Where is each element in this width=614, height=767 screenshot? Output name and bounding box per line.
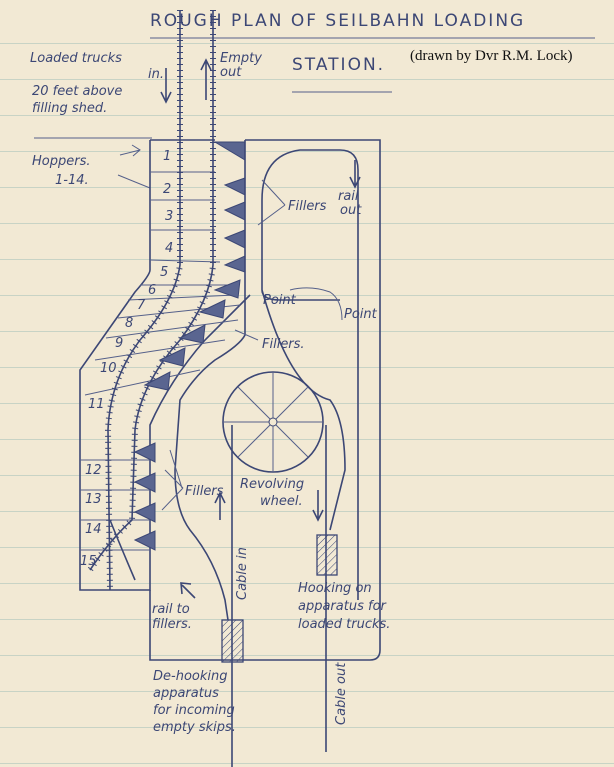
arrow-down-icon xyxy=(349,160,361,189)
label-hooking: Hooking on xyxy=(298,581,372,596)
hopper-number: 7 xyxy=(137,298,146,313)
label-hoppers-range: 1-14. xyxy=(55,173,89,188)
arrow-down-icon xyxy=(160,68,172,104)
label-dehooking: De-hooking xyxy=(153,669,227,684)
label-rail-to-fillers: rail to xyxy=(152,602,190,617)
station-outline xyxy=(149,139,381,661)
dehooking-apparatus xyxy=(221,619,244,663)
credit-caption: (drawn by Dvr R.M. Lock) xyxy=(410,48,572,64)
arrow-down-icon xyxy=(312,490,324,522)
label-dehooking: empty skips. xyxy=(153,720,236,735)
hopper-number: 9 xyxy=(115,336,123,351)
revolving-wheel xyxy=(222,371,324,473)
label-wheel: wheel. xyxy=(260,494,303,509)
label-rail-out: out xyxy=(340,203,362,218)
label-rail-to-fillers: fillers. xyxy=(152,617,192,632)
hopper-number: 13 xyxy=(85,492,102,507)
label-dehooking: apparatus xyxy=(153,686,219,701)
pointer-line xyxy=(117,174,151,189)
label-hooking: loaded trucks. xyxy=(298,617,390,632)
hopper-number: 5 xyxy=(160,265,168,280)
label-filling-shed: filling shed. xyxy=(32,101,107,116)
hopper-number: 11 xyxy=(88,397,105,412)
label-cable-in: Cable in xyxy=(235,547,250,600)
label-dehooking: for incoming xyxy=(153,703,235,718)
rail-loop-inner xyxy=(261,200,346,531)
label-point-left: Point xyxy=(263,293,297,308)
point-curve xyxy=(289,287,343,321)
label-fillers-top: Fillers xyxy=(288,199,327,214)
hopper-number: 3 xyxy=(165,209,173,224)
hopper-number: 4 xyxy=(165,241,173,256)
label-empty: Empty xyxy=(220,51,262,66)
hopper-number: 10 xyxy=(100,361,117,376)
hopper-number: 12 xyxy=(85,463,102,478)
label-point-right: Point xyxy=(344,307,378,322)
label-height-note: 20 feet above xyxy=(32,84,122,99)
label-in: in. xyxy=(148,67,164,82)
rail-loop-outer xyxy=(261,149,359,600)
filler-pointers xyxy=(161,449,184,511)
empty-track-rail xyxy=(89,10,214,571)
label-hoppers: Hoppers. xyxy=(32,154,90,169)
label-fillers-mid: Fillers. xyxy=(262,337,305,352)
hopper-number: 1 xyxy=(163,149,171,164)
label-fillers-low: Fillers xyxy=(185,484,224,499)
crossover-track xyxy=(109,519,136,581)
label-hooking: apparatus for xyxy=(298,599,388,614)
filler-pointers xyxy=(257,179,286,226)
label-loaded-trucks: Loaded trucks xyxy=(30,51,122,66)
rail-to-fillers xyxy=(174,140,246,621)
hopper-number: 14 xyxy=(85,522,102,537)
hopper-number: 2 xyxy=(163,182,171,197)
label-cable-out: Cable out xyxy=(334,662,349,725)
arrow-icon xyxy=(119,144,141,157)
filler-pointer xyxy=(234,329,259,341)
label-out: out xyxy=(220,65,242,80)
plan-title-station: STATION. xyxy=(292,55,385,75)
label-revolving: Revolving xyxy=(240,477,304,492)
hopper-number: 6 xyxy=(148,283,156,298)
plan-title: ROUGH PLAN OF SEILBAHN LOADING xyxy=(150,11,525,31)
hopper-number: 15 xyxy=(80,554,97,569)
arrow-up-icon xyxy=(200,58,212,100)
hopper-number: 8 xyxy=(125,316,133,331)
label-rail: rail xyxy=(338,189,359,204)
arrow-icon xyxy=(180,582,196,599)
loaded-track-rail xyxy=(107,10,181,591)
hooking-apparatus xyxy=(316,534,338,576)
arrow-up-icon xyxy=(214,491,226,520)
